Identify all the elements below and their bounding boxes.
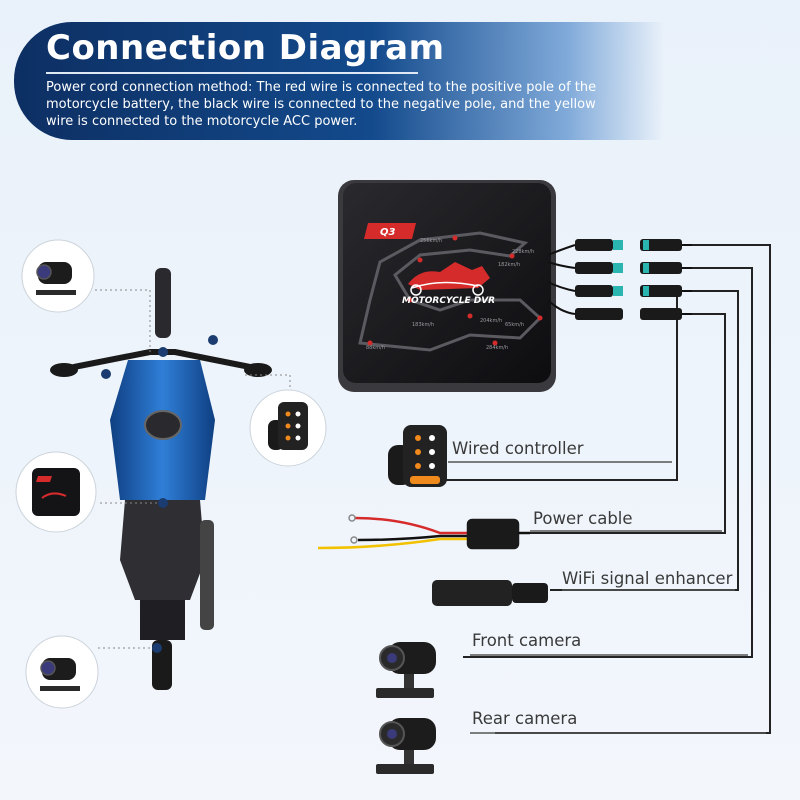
box-cables	[547, 244, 576, 315]
track-points	[367, 235, 543, 346]
callout-dots	[101, 335, 218, 653]
svg-text:256km/h: 256km/h	[420, 238, 442, 244]
callout-guides	[95, 289, 291, 649]
svg-text:65km/h: 65km/h	[505, 322, 524, 328]
svg-text:204km/h: 204km/h	[480, 318, 502, 324]
front-camera-label: Front camera	[472, 631, 582, 650]
motorcycle-logo-icon	[408, 262, 490, 296]
header-banner	[14, 22, 664, 140]
model-badge	[364, 223, 416, 239]
brand-label: MOTORCYCLE DVR	[402, 296, 495, 306]
svg-text:284km/h: 284km/h	[486, 345, 508, 351]
callout-front-camera	[21, 239, 95, 313]
power-cable-icon	[317, 514, 530, 550]
page-title: Connection Diagram	[46, 28, 445, 68]
header-description: Power cord connection method: The red wi…	[46, 80, 597, 129]
svg-text:88km/h: 88km/h	[366, 345, 385, 351]
dvr-box: 256km/h 228km/h 182km/h 183km/h 204km/h …	[338, 180, 556, 392]
title-underline	[46, 72, 418, 74]
callout-dvr-box	[15, 451, 97, 533]
connector-pairs	[575, 239, 692, 320]
motorcycle-top-view-icon	[50, 268, 272, 690]
wifi-enhancer-icon	[432, 580, 548, 606]
rear-camera-icon	[376, 718, 436, 774]
track-speed-labels: 256km/h 228km/h 182km/h 183km/h 204km/h …	[366, 238, 534, 351]
wired-controller-icon	[388, 425, 447, 487]
rear-camera-label: Rear camera	[472, 709, 578, 728]
connector-row-3	[575, 285, 692, 297]
svg-text:228km/h: 228km/h	[512, 249, 534, 255]
connector-row-2	[575, 262, 692, 274]
label-underlines	[448, 461, 766, 734]
callout-controller	[249, 389, 327, 467]
wired-controller-label: Wired controller	[452, 439, 584, 458]
svg-text:183km/h: 183km/h	[412, 322, 434, 328]
callout-rear-camera	[25, 635, 99, 709]
connector-row-4	[575, 308, 692, 320]
model-label: Q3	[380, 227, 396, 238]
track-map	[358, 231, 543, 352]
power-cable-label: Power cable	[533, 509, 633, 528]
svg-text:182km/h: 182km/h	[498, 262, 520, 268]
connector-row-1	[575, 239, 692, 251]
wifi-enhancer-label: WiFi signal enhancer	[562, 569, 733, 588]
front-camera-icon	[376, 642, 436, 698]
